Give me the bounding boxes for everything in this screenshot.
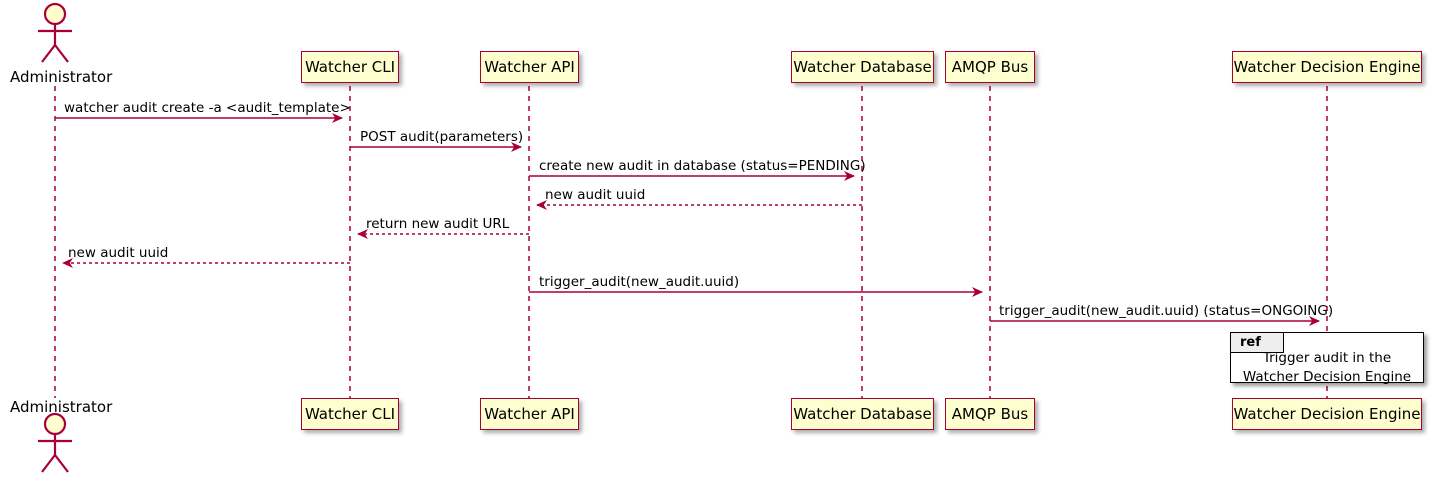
message-label-4: new audit uuid (545, 187, 646, 203)
message-label-7: trigger_audit(new_audit.uuid) (539, 274, 740, 290)
message-label-6: new audit uuid (68, 245, 169, 261)
ref-fragment-keyword-tab: ref (1231, 333, 1284, 353)
lifelines (54, 86, 1328, 398)
participant-box-watcher-cli-bottom[interactable]: Watcher CLI (301, 398, 399, 430)
message-arrows (55, 113, 1320, 326)
participant-box-watcher-api-bottom[interactable]: Watcher API (480, 398, 579, 430)
participant-box-amqp-bus-bottom[interactable]: AMQP Bus (945, 398, 1035, 430)
participant-box-watcher-database-top[interactable]: Watcher Database (791, 51, 934, 83)
message-label-3: create new audit in database (status=PEN… (539, 158, 866, 174)
ref-fragment[interactable]: ref Trigger audit in the Watcher Decisio… (1230, 332, 1424, 385)
participant-box-watcher-decision-engine-top[interactable]: Watcher Decision Engine (1232, 51, 1422, 83)
actor-label-administrator-bottom: Administrator (10, 398, 113, 416)
actor-label-administrator-top: Administrator (10, 68, 113, 86)
participant-box-watcher-database-bottom[interactable]: Watcher Database (791, 398, 934, 430)
message-label-2: POST audit(parameters) (360, 129, 524, 145)
message-label-1: watcher audit create -a <audit_template> (64, 100, 351, 116)
ref-fragment-line-2: Watcher Decision Engine (1242, 368, 1412, 385)
ref-fragment-line-1: Trigger audit in the (1262, 350, 1392, 367)
participant-box-watcher-cli-top[interactable]: Watcher CLI (301, 51, 399, 83)
participant-box-watcher-api-top[interactable]: Watcher API (480, 51, 579, 83)
participant-box-amqp-bus-top[interactable]: AMQP Bus (945, 51, 1035, 83)
message-label-5: return new audit URL (366, 216, 510, 232)
ref-fragment-keyword: ref (1240, 335, 1261, 350)
participant-box-watcher-decision-engine-bottom[interactable]: Watcher Decision Engine (1232, 398, 1422, 430)
actor-administrator-top-figure (38, 2, 72, 63)
message-label-8: trigger_audit(new_audit.uuid) (status=ON… (999, 303, 1334, 319)
actor-administrator-bottom-figure (38, 412, 72, 473)
ref-fragment-body: Trigger audit in the Watcher Decision En… (1231, 350, 1423, 384)
